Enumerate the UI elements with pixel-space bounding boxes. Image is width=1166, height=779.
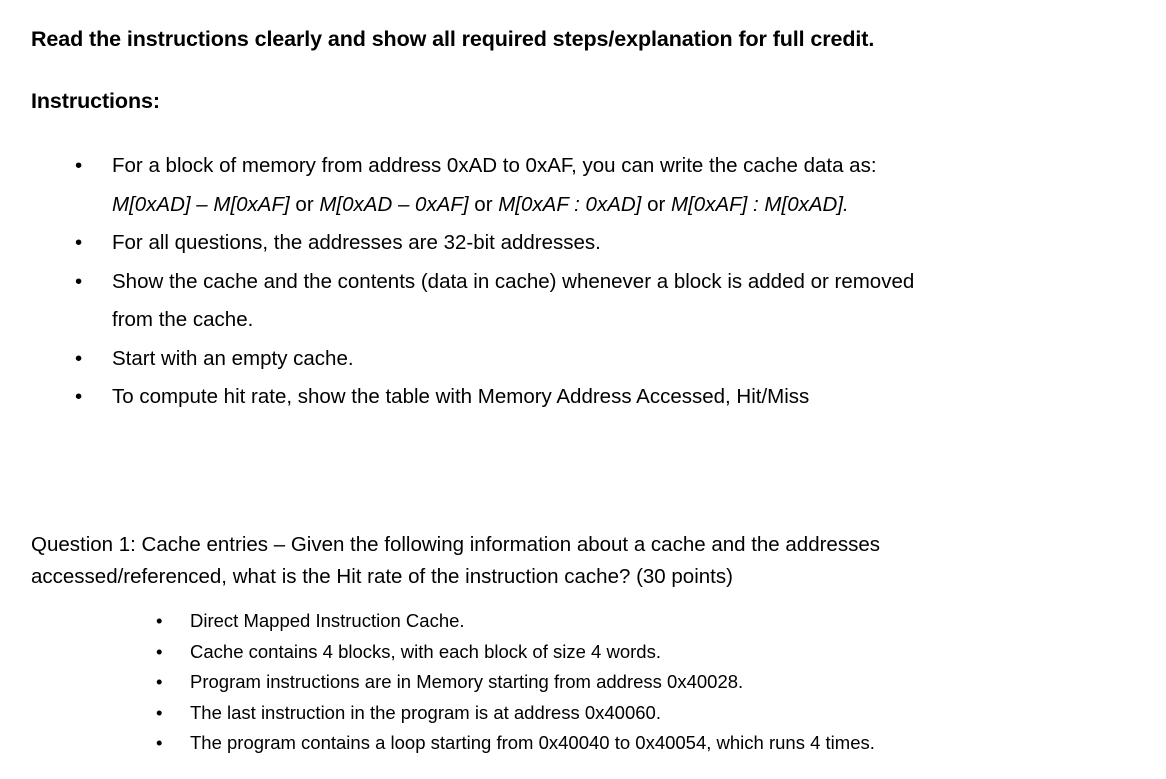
bullet-point-icon: • [75,231,83,254]
list-item: • Direct Mapped Instruction Cache. [31,606,1091,637]
conjunction-3: or [641,192,672,216]
list-item-label: For all questions, the addresses are 32-… [112,231,601,254]
list-item-label: Cache contains 4 blocks, with each block… [190,640,661,662]
bullet-point-icon: • [75,154,83,177]
list-item-label: Direct Mapped Instruction Cache. [190,610,465,631]
cache-notation-3: M[0xAF : 0xAD] [498,192,642,216]
list-item-label: Start with an empty cache. [112,346,354,370]
bullet-point-icon: • [156,671,163,693]
bullet-point-icon: • [156,732,163,754]
list-item: • The program contains a loop starting f… [31,728,1091,759]
list-item-label-continued: M[0xAD] – M[0xAF] or M[0xAD – 0xAF] or M… [112,186,1085,225]
list-item-label-continued: from the cache. [112,308,254,331]
bullet-point-icon: • [75,385,83,408]
list-item: • Cache contains 4 blocks, with each blo… [31,637,1091,668]
list-item: • For all questions, the addresses are 3… [31,224,1131,263]
bullet-point-icon: • [156,610,163,631]
list-item: • Start with an empty cache. [31,340,1131,379]
list-item: • For a block of memory from address 0xA… [31,147,1131,224]
list-item: • Show the cache and the contents (data … [31,263,1131,340]
cache-notation-2: M[0xAD – 0xAF] [319,192,469,216]
instructions-list: • For a block of memory from address 0xA… [31,147,1131,417]
bullet-point-icon: • [156,701,163,723]
list-item-label: The program contains a loop starting fro… [190,732,875,754]
question-paragraph: Question 1: Cache entries – Given the fo… [31,532,880,589]
cache-notation-4: M[0xAF] : M[0xAD]. [671,192,849,216]
list-item: • To compute hit rate, show the table wi… [31,378,1131,417]
cache-notation-1: M[0xAD] – M[0xAF] [112,192,290,216]
conjunction-2: or [468,192,499,216]
list-item-label: Program instructions are in Memory start… [190,671,744,693]
instructions-heading: Instructions: [31,89,160,113]
conjunction-1: or [289,192,320,216]
list-item-label: The last instruction in the program is a… [190,701,661,723]
list-item: • The last instruction in the program is… [31,698,1091,729]
list-item-label: To compute hit rate, show the table with… [112,385,810,408]
bullet-point-icon: • [156,640,163,662]
list-item-label: For a block of memory from address 0xAD … [112,154,877,177]
bullet-point-icon: • [75,346,83,370]
page-title: Read the instructions clearly and show a… [31,27,875,51]
bullet-point-icon: • [75,269,83,293]
list-item-label: Show the cache and the contents (data in… [112,269,915,293]
question-details-list: • Direct Mapped Instruction Cache. • Cac… [31,606,1091,759]
list-item: • Program instructions are in Memory sta… [31,667,1091,698]
